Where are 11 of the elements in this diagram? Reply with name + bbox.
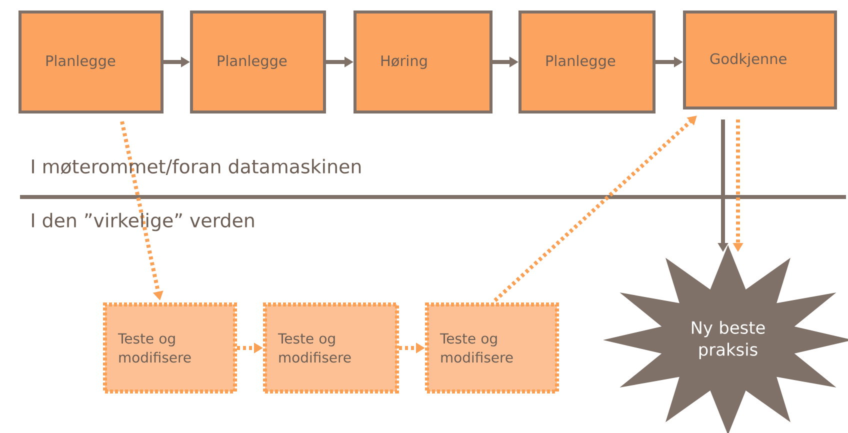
section-label: I møterommet/foran datamaskinen	[32, 158, 361, 176]
process-box: Planlegge	[518, 10, 656, 114]
process-box: Teste og modifisere	[103, 302, 237, 394]
process-box: Planlegge	[190, 10, 326, 114]
process-box: Planlegge	[18, 10, 164, 114]
process-box: Høring	[354, 10, 492, 114]
starburst: Ny beste praksis	[603, 245, 848, 433]
process-box: Teste og modifisere	[263, 302, 399, 394]
section-label: I den ”virkelige” verden	[32, 212, 254, 232]
process-box: Teste og modifisere	[425, 302, 559, 394]
process-box: Godkjenne	[683, 10, 837, 110]
